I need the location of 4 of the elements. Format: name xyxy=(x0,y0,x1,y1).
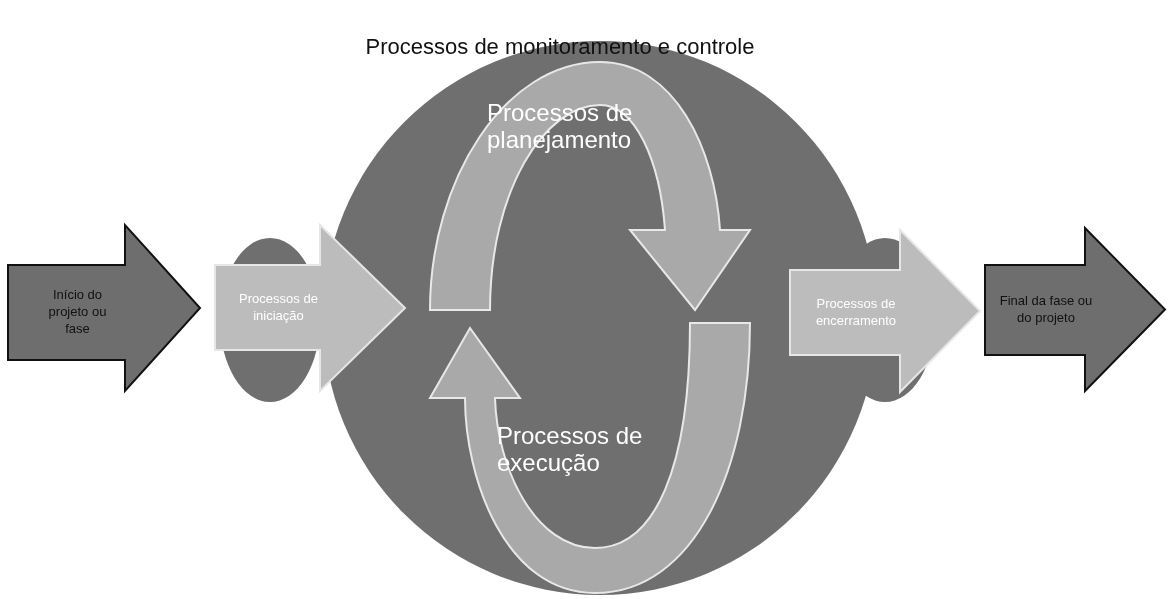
arrow-label: Início do projeto ou fase xyxy=(47,287,108,338)
arrow-label: Processos de iniciação xyxy=(238,290,319,325)
arrow-label: Final da fase ou do projeto xyxy=(998,293,1094,327)
arrow-label: Processos de encerramento xyxy=(814,295,898,330)
